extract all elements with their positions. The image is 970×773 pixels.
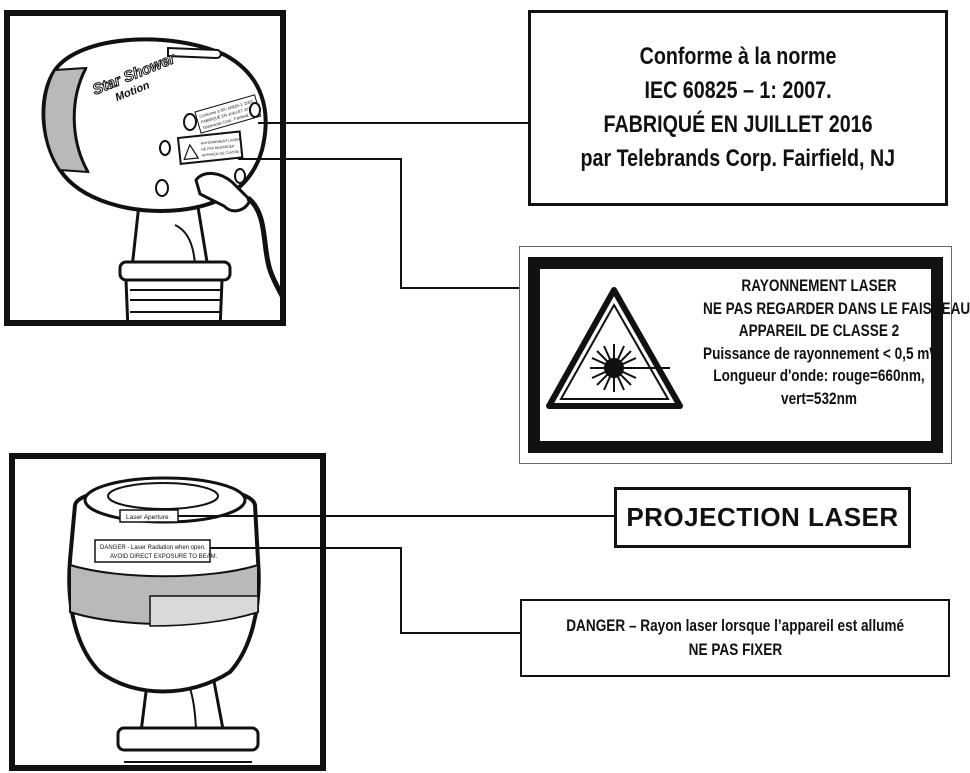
certification-line-3: FABRIQUÉ EN JUILLET 2016: [603, 111, 873, 138]
laser-warning-line-6: vert=532nm: [781, 388, 857, 408]
certification-line-2: IEC 60825 – 1: 2007.: [644, 77, 832, 104]
bottom-product-illustration: Laser Aperture DANGER - Laser Radiation …: [9, 453, 326, 771]
mini-warning-triangle-icon: [183, 143, 200, 161]
danger-line-2: NE PAS FIXER: [688, 640, 782, 659]
top-product-illustration: Star Shower Motion Conforme à IEC 60825-…: [4, 10, 286, 326]
projection-laser-label: PROJECTION LASER: [626, 502, 899, 532]
mini-label-line1: RAYONNEMENT LASER: [201, 138, 241, 146]
power-cord: [246, 196, 280, 298]
projection-laser-box: PROJECTION LASER: [614, 487, 911, 548]
danger-box: DANGER – Rayon laser lorsque l’appareil …: [520, 599, 950, 677]
laser-warning-line-4: Puissance de rayonnement < 0,5 mW: [703, 343, 943, 363]
laser-warning-label: RAYONNEMENT LASER NE PAS REGARDER DANS L…: [519, 246, 970, 464]
laser-warning-line-2: NE PAS REGARDER DANS LE FAISCEAU: [703, 298, 970, 318]
laser-warning-text: RAYONNEMENT LASER NE PAS REGARDER DANS L…: [674, 275, 970, 410]
laser-warning-line-3: APPAREIL DE CLASSE 2: [738, 321, 900, 340]
body-danger-line1: DANGER - Laser Radiation when open.: [100, 545, 206, 551]
certification-line-4: par Telebrands Corp. Fairfield, NJ: [580, 145, 896, 172]
body-danger-line2: AVOID DIRECT EXPOSURE TO BEAM.: [110, 554, 218, 560]
leader-line-laser-label: [238, 158, 519, 289]
stand-collar: [118, 260, 232, 282]
mini-label-line3: APPAREIL DE CLASSE 2: [202, 149, 243, 157]
leader-lines: [178, 122, 614, 634]
laser-warning-line-5: Longueur d'onde: rouge=660nm,: [713, 366, 925, 385]
laser-aperture-lens: [107, 482, 219, 510]
danger-line-1: DANGER – Rayon laser lorsque l’appareil …: [566, 616, 904, 635]
laser-warning-line-1: RAYONNEMENT LASER: [741, 276, 897, 295]
leader-line-danger: [210, 547, 520, 634]
laser-burst-icon: [590, 344, 670, 392]
certification-line-1: Conforme à la norme: [639, 43, 837, 70]
laser-warning-triangle-icon: [546, 287, 683, 409]
laser-warning-label-border: RAYONNEMENT LASER NE PAS REGARDER DANS L…: [528, 257, 970, 453]
aperture-label: Laser Aperture: [126, 514, 169, 521]
certification-box: Conforme à la norme IEC 60825 – 1: 2007.…: [528, 10, 948, 206]
mini-label-line2: NE PAS REGARDER: [201, 144, 235, 152]
